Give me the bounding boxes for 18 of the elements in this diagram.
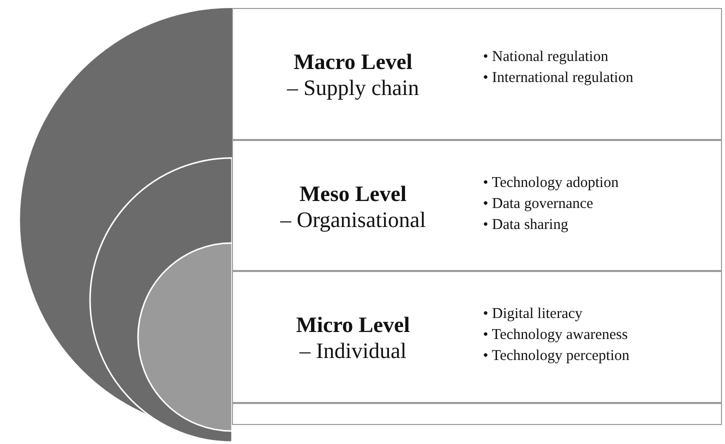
level-subheading: – Organisational (279, 207, 427, 233)
bullet-item: • Data sharing (483, 216, 570, 235)
bullet-item: • International regulation (483, 69, 634, 88)
level-subheading: – Individual (298, 338, 408, 364)
level-heading: Macro Level (292, 49, 414, 75)
level-panel (232, 8, 722, 140)
level-subheading: – Supply chain (286, 75, 420, 101)
bullet-item: • Technology perception (483, 347, 630, 366)
level-heading: Micro Level (295, 312, 411, 338)
bullet-item: • National regulation (483, 48, 610, 67)
bullet-item: • Technology awareness (483, 326, 629, 345)
bullet-item: • Technology adoption (483, 174, 619, 193)
level-panel (232, 271, 722, 403)
bullet-item: • Data governance (483, 195, 594, 214)
level-panel (232, 140, 722, 271)
level-panel (232, 403, 722, 425)
level-heading: Meso Level (298, 181, 408, 207)
bullet-item: • Digital literacy (483, 305, 584, 324)
